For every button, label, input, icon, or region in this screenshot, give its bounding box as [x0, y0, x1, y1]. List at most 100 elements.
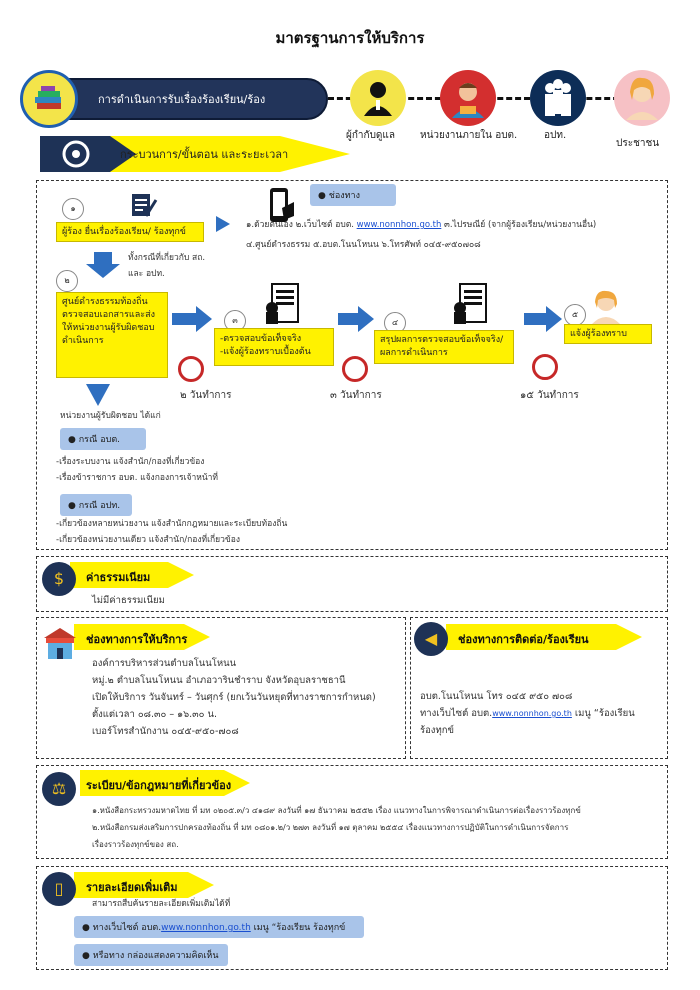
clock-icon	[532, 354, 558, 380]
law-line-1: ๑.หนังสือกระทรวงมหาดไทย ที่ มท ๐๒๐๕.๓/ว …	[92, 806, 581, 815]
service-line-2: หมู่.๒ ตำบลโนนโหนน อำเภอวารินชำราบ จังหว…	[92, 675, 346, 686]
process-banner	[40, 136, 350, 172]
step2-number: ๒	[56, 270, 78, 292]
law-body: ๑.หนังสือกระทรวงมหาดไทย ที่ มท ๐๒๐๕.๓/ว …	[92, 802, 662, 853]
clock-icon	[178, 356, 204, 382]
shop-icon	[42, 626, 78, 662]
step5-number: ๕	[564, 304, 586, 326]
contact-text-2b: เมนู “ร้องเรียน	[571, 708, 635, 719]
law-line-2: ๒.หนังสือกรมส่งเสริมการปกครองท้องถิ่น ที…	[92, 823, 569, 832]
document-icon	[450, 282, 496, 326]
books-icon	[20, 70, 78, 128]
more-intro: สามารถสืบค้นรายละเอียดเพิ่มเติมได้ที่	[92, 899, 231, 909]
responsible-label: หน่วยงานผู้รับผิดชอบ ได้แก่	[60, 411, 161, 421]
role-label-local-gov: อปท.	[544, 130, 567, 141]
step1-box: ผู้ร้อง ยื่นเรื่องร้องเรียน/ ร้องทุกข์	[56, 222, 204, 242]
citizen-icon	[614, 70, 670, 126]
channels-badge: ● ช่องทาง	[310, 184, 396, 206]
step2-box: ศูนย์ดำรงธรรมท้องถิ่น ตรวจสอบเอกสารและส่…	[56, 292, 168, 378]
mobile-icon: ▯	[42, 872, 76, 906]
megaphone-icon: ◀	[414, 622, 448, 656]
channels-text1: ๑.ด้วยตนเอง ๒.เว็บไซต์ อบต.	[246, 220, 354, 230]
fee-title: ค่าธรรมเนียม	[86, 571, 151, 584]
more-item1-text: ทางเว็บไซต์ อบต.	[92, 923, 162, 933]
role-label-citizen: ประชาชน	[616, 138, 660, 149]
contact-line-1: อบต.โนนโหนน โทร ๐๔๕ ๙๕๐ ๗๐๘	[420, 691, 573, 702]
phone-icon	[262, 186, 298, 226]
opt-line2: -เกี่ยวข้องหน่วยงานเดียว แจ้งสำนัก/กองที…	[56, 535, 240, 545]
service-banner	[74, 624, 210, 650]
contact-line-2: ทางเว็บไซต์ อบต.www.nonnhon.go.th เมนู “…	[420, 705, 666, 722]
step5-box: แจ้งผู้ร้องทราบ	[564, 324, 652, 344]
more-item1-text-b: เมนู “ร้องเรียน ร้องทุกข์	[250, 923, 346, 933]
internal-unit-icon	[440, 70, 496, 126]
service-line-4: ตั้งแต่เวลา ๐๘.๓๐ – ๑๖.๓๐ น.	[92, 709, 217, 720]
step1-number: ๑	[62, 198, 84, 220]
contact-banner	[446, 624, 642, 650]
case-opt-label: กรณี อปท.	[78, 501, 121, 511]
contact-title: ช่องทางการติดต่อ/ร้องเรียน	[458, 633, 589, 646]
service-section	[36, 617, 406, 759]
role-label-internal: หน่วยงานภายใน อบต.	[420, 130, 518, 141]
more-website-link[interactable]: www.nonnhon.go.th	[161, 923, 251, 933]
process-title: กระบวนการ/ขั้นตอน และระยะเวลา	[120, 148, 289, 161]
fee-body: ไม่มีค่าธรรมเนียม	[92, 595, 165, 606]
law-section	[36, 765, 668, 859]
role-label-supervisor: ผู้กำกับดูแล	[346, 130, 395, 141]
channels-line1: ๑.ด้วยตนเอง ๒.เว็บไซต์ อบต. www.nonnhon.…	[246, 219, 676, 232]
arrow-down-icon	[86, 252, 120, 278]
form-icon	[128, 190, 158, 220]
case-opt-badge: ● กรณี อปท.	[60, 494, 132, 516]
contact-website-link[interactable]: www.nonnhon.go.th	[492, 709, 572, 718]
arrow-right-icon	[524, 306, 562, 332]
arrow-right-icon	[338, 306, 374, 332]
contact-text-2a: ทางเว็บไซต์ อบต.	[420, 708, 493, 719]
contact-section	[410, 617, 668, 759]
channels-text1b: ๓.ไปรษณีย์ (จากผู้ร้องเรียน/หน่วยงานอื่น…	[444, 220, 597, 230]
service-line-5: เบอร์โทรสำนักงาน ๐๔๕-๙๕๐-๗๐๘	[92, 726, 239, 737]
day-label-3: ๑๕ วันทำการ	[520, 390, 579, 401]
channels-website-link[interactable]: www.nonnhon.go.th	[356, 220, 442, 230]
note-case2: และ อปท.	[128, 269, 165, 279]
scales-icon: ⚖	[42, 772, 76, 806]
money-bag-icon: $	[42, 562, 76, 596]
opt-line1: -เกี่ยวข้องหลายหน่วยงาน แจ้งสำนักกฎหมายแ…	[56, 519, 288, 529]
abt-line2: -เรื่องข้าราชการ อบต. แจ้งกองการเจ้าหน้า…	[56, 473, 219, 483]
step3-line2: -แจ้งผู้ร้องทราบเบื้องต้น	[220, 347, 311, 357]
service-line-1: องค์การบริหารส่วนตำบลโนนโหนน	[92, 658, 237, 669]
note-case: ทั้งกรณีที่เกี่ยวกับ สถ.	[128, 253, 206, 263]
channels-line2: ๔.ศูนย์ดำรงธรรม ๕.อบต.โนนโหนน ๖.โทรศัพท์…	[246, 240, 481, 250]
service-lines: องค์การบริหารส่วนตำบลโนนโหนน หมู่.๒ ตำบล…	[92, 655, 402, 740]
case-abt-label: กรณี อบต.	[78, 435, 121, 445]
more-item-website: ● ทางเว็บไซต์ อบต.www.nonnhon.go.th เมนู…	[74, 916, 364, 938]
person-icon	[586, 288, 626, 324]
step3-line1: -ตรวจสอบข้อเท็จจริง	[220, 334, 302, 344]
band-title: การดำเนินการรับเรื่องร้องเรียน/ร้อง	[98, 93, 266, 106]
page-title: มาตรฐานการให้บริการ	[275, 29, 425, 47]
arrow-right-icon	[172, 306, 212, 332]
contact-body: อบต.โนนโหนน โทร ๐๔๕ ๙๕๐ ๗๐๘ ทางเว็บไซต์ …	[420, 688, 666, 739]
channels-label: ช่องทาง	[328, 191, 361, 201]
arrow-down-icon	[86, 384, 110, 406]
service-line-3: เปิดให้บริการ วันจันทร์ – วันศุกร์ (ยกเว…	[92, 692, 376, 703]
law-title: ระเบียบ/ข้อกฎหมายที่เกี่ยวข้อง	[86, 779, 232, 792]
fee-banner	[70, 562, 194, 588]
more-section	[36, 866, 668, 970]
law-banner	[80, 770, 250, 796]
step4-box: สรุปผลการตรวจสอบข้อเท็จจริง/ผลการดำเนินก…	[374, 330, 514, 364]
local-gov-icon	[530, 70, 586, 126]
more-title: รายละเอียดเพิ่มเติม	[86, 881, 178, 894]
arrow-right-icon	[216, 216, 230, 232]
contact-line-3: ร้องทุกข์	[420, 725, 454, 736]
case-abt-badge: ● กรณี อบต.	[60, 428, 146, 450]
more-item-comment-box: ● หรือทาง กล่องแสดงความคิดเห็น	[74, 944, 228, 966]
step3-box: -ตรวจสอบข้อเท็จจริง -แจ้งผู้ร้องทราบเบื้…	[214, 328, 334, 366]
document-icon	[262, 282, 308, 326]
day-label-2: ๓ วันทำการ	[330, 390, 382, 401]
more-item2-text: หรือทาง กล่องแสดงความคิดเห็น	[92, 951, 219, 961]
process-box	[36, 180, 668, 550]
supervisor-icon	[350, 70, 406, 126]
fee-section	[36, 556, 668, 612]
day-label-1: ๒ วันทำการ	[180, 390, 232, 401]
service-title: ช่องทางการให้บริการ	[86, 633, 188, 646]
